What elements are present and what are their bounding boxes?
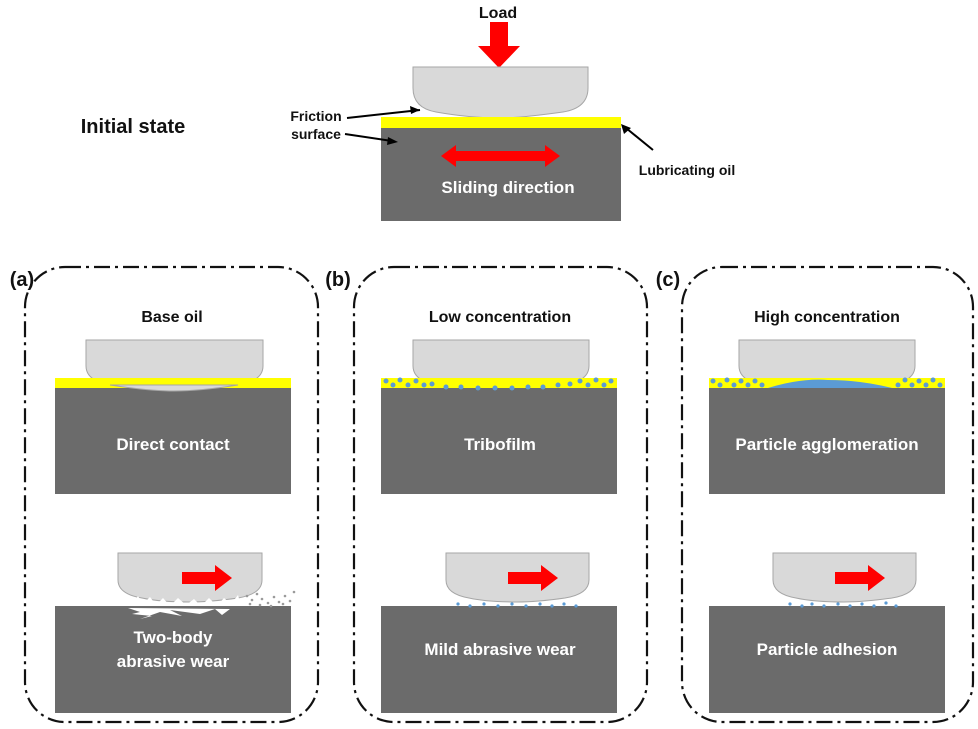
friction-callout-line-upper <box>346 109 421 119</box>
wear-scratches <box>128 608 230 619</box>
lubricating-oil-layer <box>381 117 621 128</box>
friction-callout-arrowhead-upper <box>410 106 420 114</box>
lower-label-line2: abrasive wear <box>117 652 230 671</box>
wear-debris <box>122 595 241 606</box>
lower-specimen-block <box>381 128 621 221</box>
load-label: Load <box>479 5 517 22</box>
friction-label-line1: Friction <box>290 108 341 124</box>
motion-arrow-icon <box>835 565 885 591</box>
lower-block-worn <box>55 606 291 713</box>
panel-frame <box>680 265 975 724</box>
motion-arrow-icon <box>182 565 232 591</box>
friction-label-line2: surface <box>291 126 341 142</box>
upper-label: Particle agglomeration <box>735 435 918 454</box>
fine-debris <box>245 590 296 608</box>
nanoparticles <box>383 377 614 391</box>
adhered-particles <box>788 601 898 608</box>
lower-block-worn <box>709 606 945 713</box>
panel-b: (b) Low concentration Tribofilm Mild abr… <box>325 265 649 724</box>
sliding-direction-arrow-icon <box>441 145 560 167</box>
initial-state-label: Initial state <box>81 116 185 138</box>
lower-label-line1: Particle adhesion <box>757 640 898 659</box>
agglomerate <box>768 379 892 388</box>
initial-state-illustration: Load Sliding direction Initial state Fri… <box>81 5 735 221</box>
sliding-direction-label: Sliding direction <box>441 178 574 197</box>
load-arrow-icon <box>478 22 520 68</box>
upper-label: Direct contact <box>116 435 230 454</box>
friction-callout-line-lower <box>344 133 393 142</box>
panel-c: (c) High concentration Particle agglomer… <box>656 265 975 724</box>
lower-block-worn <box>381 606 617 713</box>
oil-callout-line <box>625 127 654 151</box>
lower-block <box>381 388 617 494</box>
lower-block <box>55 388 291 494</box>
panel-a: (a) Base oil Direct contact Two-body abr… <box>10 265 320 724</box>
lower-label-line1: Mild abrasive wear <box>424 640 576 659</box>
fine-particles <box>456 602 578 608</box>
panel-title: Base oil <box>141 309 202 326</box>
oil-layer <box>55 378 291 388</box>
panel-letter: (b) <box>325 269 351 291</box>
upper-label: Tribofilm <box>464 435 536 454</box>
panel-frame <box>23 265 320 724</box>
panel-title: Low concentration <box>429 309 571 326</box>
oil-callout-arrowhead <box>621 124 631 134</box>
panel-letter: (c) <box>656 269 680 291</box>
contact-zone <box>109 384 239 392</box>
lower-label-line1: Two-body <box>134 628 214 647</box>
panel-letter: (a) <box>10 269 34 291</box>
upper-specimen <box>412 66 589 119</box>
panel-frame <box>352 265 649 724</box>
oil-layer <box>381 378 617 388</box>
friction-callout-arrowhead-lower <box>387 137 398 145</box>
nanoparticles <box>710 377 943 388</box>
lower-block <box>709 388 945 494</box>
panel-title: High concentration <box>754 309 900 326</box>
motion-arrow-icon <box>508 565 558 591</box>
lubricating-oil-label: Lubricating oil <box>639 162 735 178</box>
